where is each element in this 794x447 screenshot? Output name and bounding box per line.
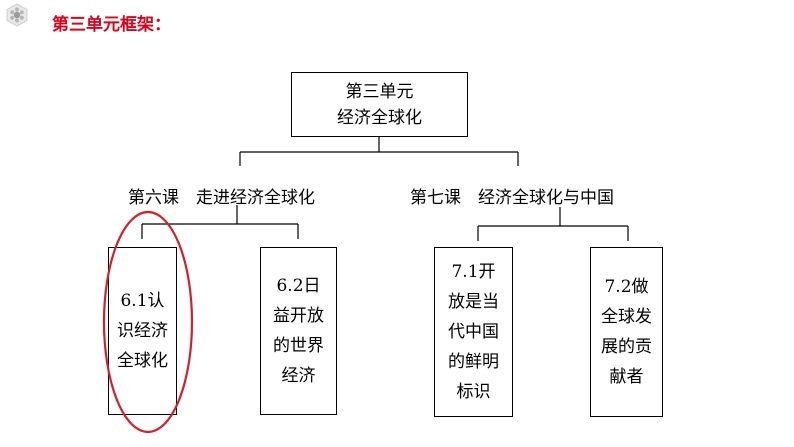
leaf-node-6-1-text: 6.1认识经济全球化: [116, 291, 168, 371]
root-node-line2: 经济全球化: [337, 108, 422, 128]
leaf-node-6-1: 6.1认识经济全球化: [108, 247, 177, 415]
leaf-node-7-2-text: 7.2做全球发展的贡献者: [600, 277, 652, 387]
leaf-node-6-2-text: 6.2日益开放的世界经济: [272, 276, 324, 386]
leaf-node-6-2: 6.2日益开放的世界经济: [260, 247, 337, 415]
leaf-node-7-1-text: 7.1开放是当代中国的鲜明标识: [447, 262, 499, 402]
leaf-node-7-2: 7.2做全球发展的贡献者: [590, 247, 663, 417]
hexagon-logo-icon: [6, 3, 28, 27]
root-node-line1: 第三单元: [345, 82, 414, 102]
page-title: 第三单元框架：: [52, 15, 171, 35]
lesson-7-label: 第七课 经济全球化与中国: [410, 188, 614, 208]
leaf-node-7-1: 7.1开放是当代中国的鲜明标识: [434, 247, 513, 417]
root-node: 第三单元 经济全球化: [291, 72, 468, 137]
lesson-6-label: 第六课 走进经济全球化: [128, 188, 315, 208]
